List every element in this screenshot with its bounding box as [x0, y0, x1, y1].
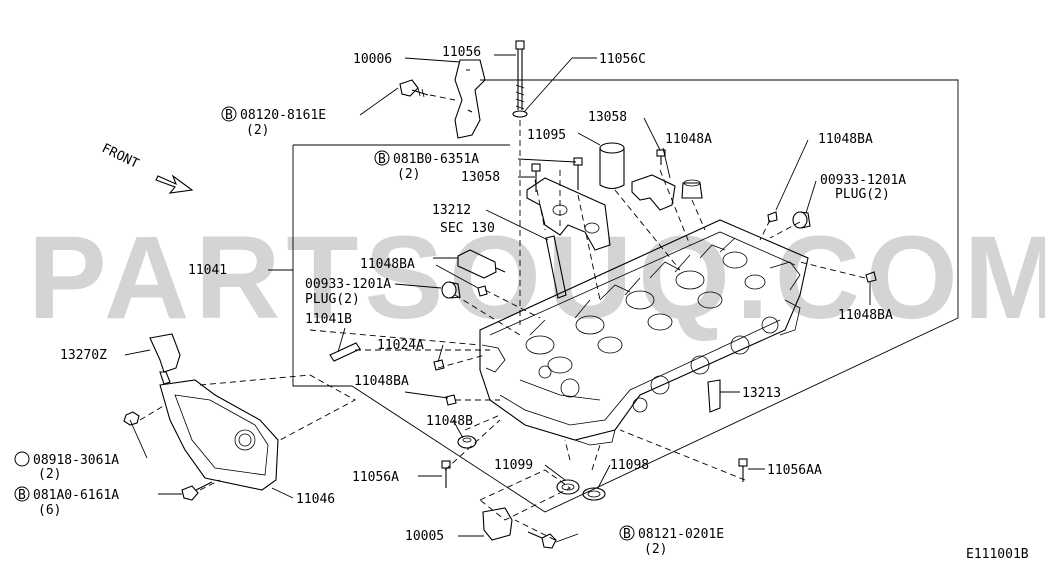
bolt-11048BA-mid — [477, 285, 488, 297]
prefix-n-icon — [14, 451, 30, 467]
label-13213: 13213 — [742, 386, 781, 401]
bracket-10005 — [482, 507, 513, 541]
label-plug-right: 00933-1201A — [820, 173, 906, 188]
bolt-081A0-icon — [181, 481, 213, 501]
pin-11024A — [433, 359, 445, 371]
label-13212: 13212 — [432, 203, 471, 218]
qty-08120: (2) — [246, 123, 269, 138]
bolt-081B0-icon — [531, 157, 583, 192]
label-sec130: SEC 130 — [440, 221, 495, 236]
label-10005: 10005 — [405, 529, 444, 544]
nut-08918-icon — [123, 411, 140, 426]
plug-right-icon — [792, 211, 811, 229]
bolt-08120-icon — [399, 79, 429, 98]
sub-plug-left: PLUG(2) — [305, 292, 360, 307]
seal-11099 — [556, 479, 580, 495]
prefix-b-icon — [374, 150, 390, 166]
label-plug-left: 00933-1201A — [305, 277, 391, 292]
watermark: PARTSOUQ.COM — [28, 212, 1045, 344]
label-11024A: 11024A — [377, 338, 424, 353]
label-11099: 11099 — [494, 458, 533, 473]
part-labels: 10006 11056 11056C 08120-8161E (2) 13058… — [33, 45, 1029, 562]
plug-left-icon — [441, 281, 461, 299]
label-10006: 10006 — [353, 52, 392, 67]
prefix-b-icon — [619, 525, 635, 541]
qty-081B0: (2) — [397, 167, 420, 182]
prefix-b-icon — [221, 106, 237, 122]
bolt-11048BA-right — [865, 271, 877, 283]
label-13270Z: 13270Z — [60, 348, 107, 363]
head-bolt-11056 — [515, 40, 525, 110]
sensor-sec130 — [457, 249, 506, 279]
cam-bracket-13058 — [526, 177, 611, 251]
label-081B0: 081B0-6351A — [393, 152, 479, 167]
label-11048BA-right: 11048BA — [838, 308, 893, 323]
label-11041: 11041 — [188, 263, 227, 278]
prefix-b: B — [623, 527, 631, 542]
bolt-11056A-icon — [441, 460, 451, 488]
label-08918: 08918-3061A — [33, 453, 119, 468]
bolt-11048BA-top — [767, 211, 778, 223]
label-11095: 11095 — [527, 128, 566, 143]
qty-081A0: (6) — [38, 503, 61, 518]
label-11056: 11056 — [442, 45, 481, 60]
diagram-code: E111001B — [966, 547, 1029, 562]
rear-cover-11046 — [159, 379, 279, 491]
group-outline — [268, 79, 959, 513]
label-11048A: 11048A — [665, 132, 712, 147]
label-13058-top: 13058 — [588, 110, 627, 125]
label-11048BA-low: 11048BA — [354, 374, 409, 389]
label-08120: 08120-8161E — [240, 108, 326, 123]
qty-08918: (2) — [38, 467, 61, 482]
sealant-tube-13270Z — [149, 333, 181, 385]
prefix-b: B — [225, 108, 233, 123]
washer-11056C — [512, 110, 528, 118]
bolt-11048BA-low — [445, 394, 457, 406]
stud-11041B — [329, 342, 361, 362]
label-081A0: 081A0-6161A — [33, 488, 119, 503]
label-08121: 08121-0201E — [638, 527, 724, 542]
assembly-lines — [139, 94, 866, 541]
prefix-b: B — [378, 152, 386, 167]
seal-11098 — [582, 487, 606, 501]
label-11048BA-top: 11048BA — [818, 132, 873, 147]
pin-13212 — [545, 235, 567, 299]
label-11098: 11098 — [610, 458, 649, 473]
label-11056A: 11056A — [352, 470, 399, 485]
label-11048BA-mid: 11048BA — [360, 257, 415, 272]
prefix-circles: B B B B — [14, 106, 635, 542]
rubber-11048A — [656, 149, 703, 199]
label-11056AA: 11056AA — [767, 463, 822, 478]
bolt-11056AA-icon — [738, 458, 748, 482]
sub-plug-right: PLUG(2) — [835, 187, 890, 202]
label-11041B: 11041B — [305, 312, 352, 327]
prefix-b: B — [18, 488, 26, 503]
front-arrow-icon — [155, 174, 194, 194]
front-label: FRONT — [99, 141, 141, 172]
pin-13213 — [707, 379, 721, 413]
leader-lines — [124, 54, 871, 543]
cam-cap-13058-right — [631, 174, 676, 211]
label-11056C: 11056C — [599, 52, 646, 67]
prefix-b-icon — [14, 486, 30, 502]
label-11048B: 11048B — [426, 414, 473, 429]
bolt-08121-icon — [527, 531, 557, 549]
label-13058-mid: 13058 — [461, 170, 500, 185]
grommet-11048B — [457, 435, 477, 449]
sleeve-11095 — [599, 142, 625, 190]
qty-08121: (2) — [644, 542, 667, 557]
bracket-10006 — [454, 59, 486, 139]
cylinder-head — [479, 219, 809, 446]
front-arrow: FRONT — [99, 141, 194, 194]
label-11046: 11046 — [296, 492, 335, 507]
